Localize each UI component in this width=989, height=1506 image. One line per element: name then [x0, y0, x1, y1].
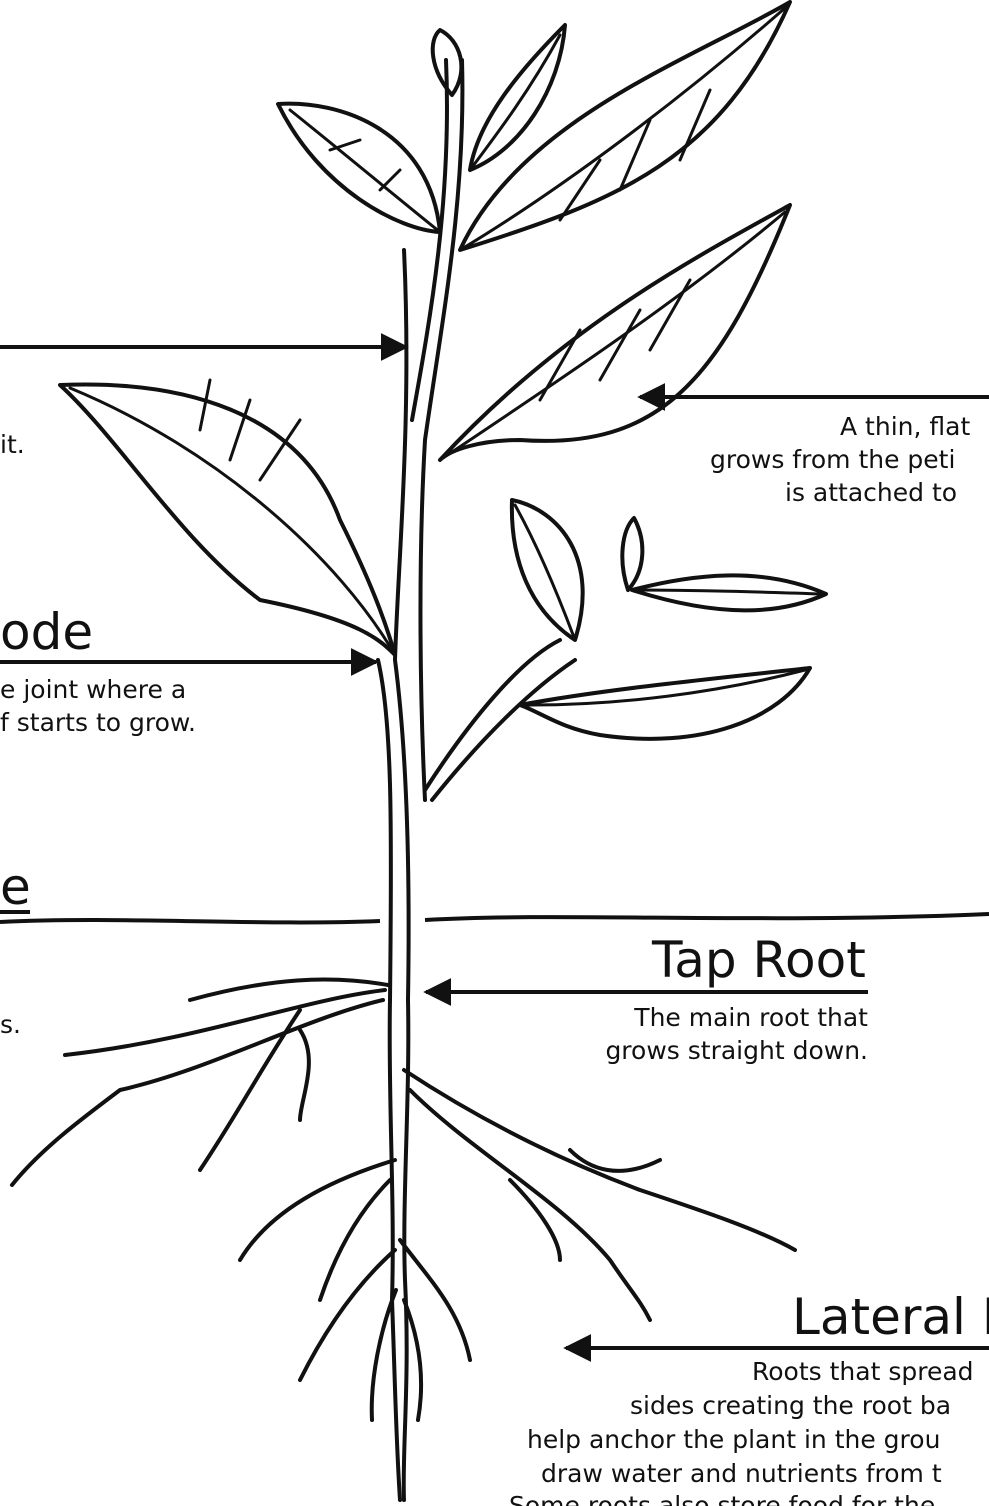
soil-desc-fragment: s.: [0, 1008, 21, 1041]
stem: [378, 60, 575, 1000]
leaves: [60, 2, 826, 739]
node-title: ode: [0, 607, 93, 657]
leaf-desc-line-2: grows from the peti: [710, 443, 955, 476]
left-leaf: [60, 384, 395, 655]
lateral-root-title: Lateral R: [792, 1292, 989, 1342]
lateral-desc-line-1: Roots that spread: [752, 1355, 974, 1388]
leaf-desc-line-3: is attached to: [785, 476, 957, 509]
leaf-desc-line-1: A thin, flat: [840, 410, 970, 443]
taproot-desc-line-2: grows straight down.: [605, 1034, 868, 1067]
taproot-desc-line-1: The main root that: [634, 1001, 868, 1034]
right-leaf: [440, 205, 790, 460]
node-desc-line-2: f starts to grow.: [0, 706, 196, 739]
node-desc-line-1: e joint where a: [0, 673, 186, 706]
lateral-desc-line-5: Some roots also store food for the: [509, 1489, 935, 1506]
lateral-desc-line-3: help anchor the plant in the grou: [527, 1423, 940, 1456]
soil-line: [0, 914, 989, 922]
top-right-small-leaf: [470, 25, 565, 170]
taproot-title: Tap Root: [652, 935, 866, 985]
upper-right-leaf: [460, 2, 790, 250]
stem-desc-fragment: it.: [0, 428, 25, 461]
lateral-desc-line-4: draw water and nutrients from t: [541, 1457, 942, 1490]
lateral-desc-line-2: sides creating the root ba: [630, 1389, 951, 1422]
small-bud-leaf: [622, 518, 642, 590]
soil-title-fragment: e: [0, 862, 31, 912]
